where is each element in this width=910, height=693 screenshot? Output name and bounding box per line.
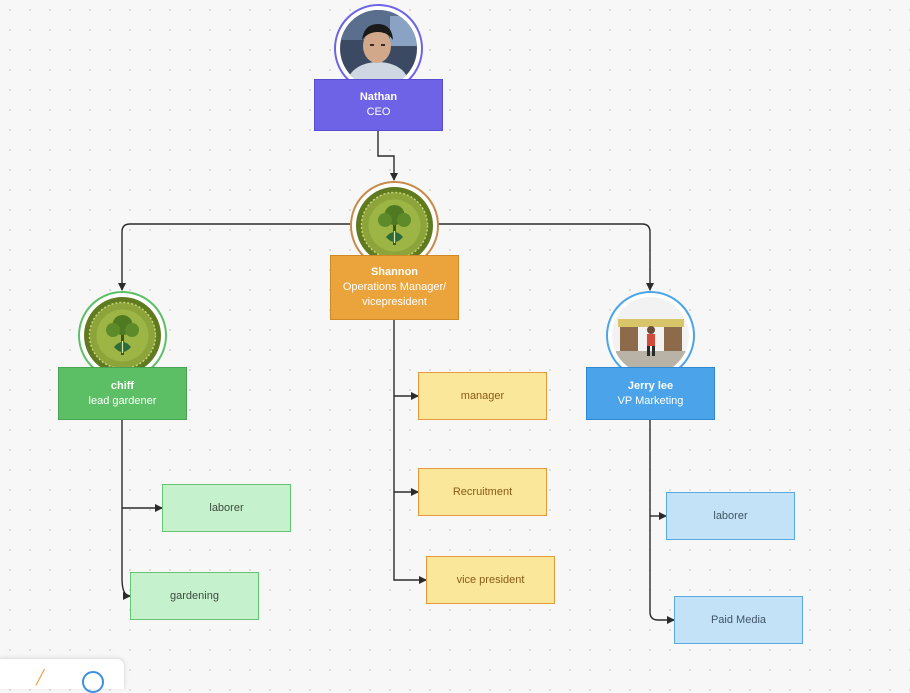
gardener-avatar[interactable] (78, 291, 167, 380)
ops-child-manager[interactable]: manager (418, 372, 547, 420)
child-label: Recruitment (452, 485, 513, 498)
node-name: chiff (110, 379, 135, 392)
tree-emblem-icon (356, 187, 433, 264)
person-photo-icon (612, 297, 689, 374)
child-label: laborer (713, 509, 748, 522)
person-photo-icon (340, 10, 417, 87)
ceo-node[interactable]: Nathan CEO (314, 79, 443, 131)
node-title: Operations Manager/ (342, 281, 447, 293)
marketing-child-laborer[interactable]: laborer (666, 492, 795, 540)
marketing-node[interactable]: Jerry lee VP Marketing (586, 367, 715, 420)
node-title-line2: vicepresident (362, 296, 427, 308)
ops-node[interactable]: Shannon Operations Manager/ vicepresiden… (330, 255, 459, 320)
shape-tool-icon[interactable]: ╱ (36, 669, 45, 685)
ops-child-vice-president[interactable]: vice president (426, 556, 555, 604)
child-label: manager (460, 389, 505, 402)
gardener-child-laborer[interactable]: laborer (162, 484, 291, 532)
child-label: laborer (209, 501, 244, 514)
node-name: Jerry lee (627, 379, 674, 392)
child-label: Paid Media (710, 613, 767, 626)
node-name: Shannon (370, 266, 419, 278)
gardener-child-gardening[interactable]: gardening (130, 572, 259, 620)
node-name: Nathan (359, 91, 398, 103)
child-label: gardening (170, 589, 219, 602)
node-title: CEO (366, 106, 391, 118)
child-label: vice president (456, 573, 525, 586)
bottom-toolbar[interactable]: ╱ (0, 658, 125, 693)
gardener-node[interactable]: chiff lead gardener (58, 367, 187, 420)
node-title: lead gardener (88, 394, 157, 407)
marketing-avatar[interactable] (606, 291, 695, 380)
tree-emblem-icon (84, 297, 161, 374)
node-title: VP Marketing (617, 394, 684, 407)
ops-child-recruitment[interactable]: Recruitment (418, 468, 547, 516)
circle-tool-icon[interactable] (82, 671, 104, 693)
marketing-child-paid-media[interactable]: Paid Media (674, 596, 803, 644)
